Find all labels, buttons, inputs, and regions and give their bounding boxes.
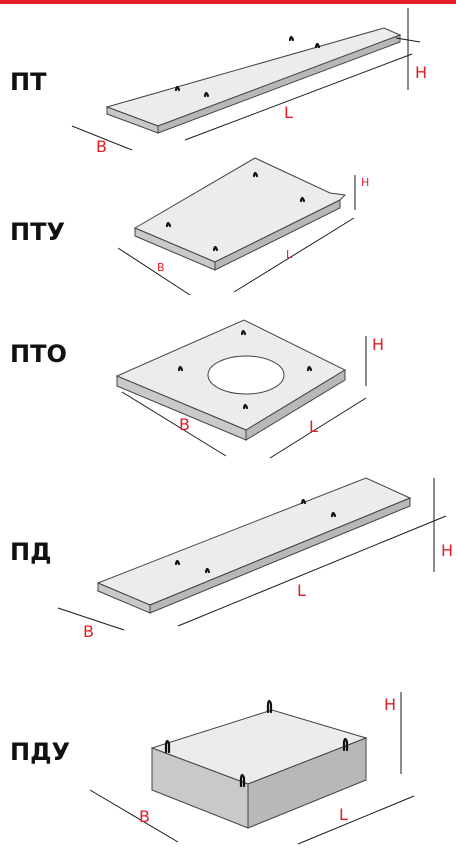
width-label: B [179, 415, 190, 434]
width-dimension-line [117, 247, 191, 296]
section-pt: ПТ B L H [0, 0, 456, 160]
lifting-loop-icon [314, 42, 321, 49]
slab-diagram-ptu: B L H [117, 157, 369, 296]
lifting-loop-icon [266, 699, 273, 714]
width-label: B [83, 622, 94, 641]
slab-diagram-pt: B L H [71, 8, 427, 156]
lifting-loop-icon [330, 511, 337, 518]
lifting-loop-icon [299, 196, 306, 203]
product-code-pdu: ПДУ [10, 738, 70, 766]
lifting-loop-icon [239, 773, 246, 788]
lifting-loop-icon [300, 498, 307, 505]
lifting-loop-icon [174, 85, 181, 92]
slab-front-face [247, 737, 367, 829]
product-code-pd: ПД [10, 538, 52, 566]
height-label: H [361, 176, 369, 189]
lifting-loop-icon [177, 365, 184, 372]
central-opening [207, 355, 285, 395]
slab-front-face [245, 369, 346, 441]
width-dimension-line [71, 125, 133, 151]
height-label: H [384, 695, 396, 714]
width-dimension-line [57, 607, 125, 631]
lifting-loop-icon [288, 35, 295, 42]
slab-front-face [157, 34, 401, 134]
length-label: L [284, 103, 293, 122]
height-label: H [441, 541, 453, 560]
lifting-loop-icon [204, 567, 211, 574]
lifting-loop-icon [203, 91, 210, 98]
lifting-loop-icon [242, 403, 249, 410]
length-label: L [286, 248, 293, 261]
product-code-pt: ПТ [10, 68, 47, 96]
height-label: H [372, 335, 384, 354]
length-label: L [309, 417, 318, 436]
slab-diagram-pd: B L H [57, 477, 453, 641]
length-dimension-line [177, 515, 447, 627]
lifting-loop-icon [306, 365, 313, 372]
width-label: B [157, 261, 165, 274]
length-dimension-line [184, 53, 413, 141]
section-pto: ПТО B L H [0, 310, 456, 460]
length-dimension-line [269, 397, 367, 459]
height-label: H [415, 63, 427, 82]
lifting-loop-icon [240, 329, 247, 336]
section-pd: ПД B L H [0, 460, 456, 660]
lifting-loop-icon [165, 221, 172, 228]
slab-top-face [105, 27, 402, 127]
product-code-ptu: ПТУ [10, 218, 65, 246]
length-label: L [339, 805, 348, 824]
lifting-loop-icon [252, 171, 259, 178]
slab-front-face [149, 497, 411, 614]
length-label: L [297, 581, 306, 600]
slab-top-face [96, 477, 412, 606]
lifting-loop-icon [164, 739, 171, 754]
width-dimension-line [121, 391, 227, 457]
section-ptu: ПТУ B L H [0, 157, 456, 310]
product-code-pto: ПТО [10, 340, 67, 368]
width-label: B [96, 137, 107, 156]
slab-diagram-pdu: B L H [89, 692, 415, 845]
section-pdu: ПДУ B L H [0, 660, 456, 856]
length-dimension-line [233, 217, 355, 293]
slab-diagram-pto: B L H [115, 319, 384, 459]
lifting-loop-icon [342, 737, 349, 752]
slab-front-face [214, 199, 341, 271]
width-label: B [139, 807, 150, 826]
length-dimension-line [297, 795, 415, 845]
lifting-loop-icon [212, 245, 219, 252]
width-dimension-line [89, 789, 179, 843]
accent-top-bar [0, 0, 456, 4]
lifting-loop-icon [174, 559, 181, 566]
